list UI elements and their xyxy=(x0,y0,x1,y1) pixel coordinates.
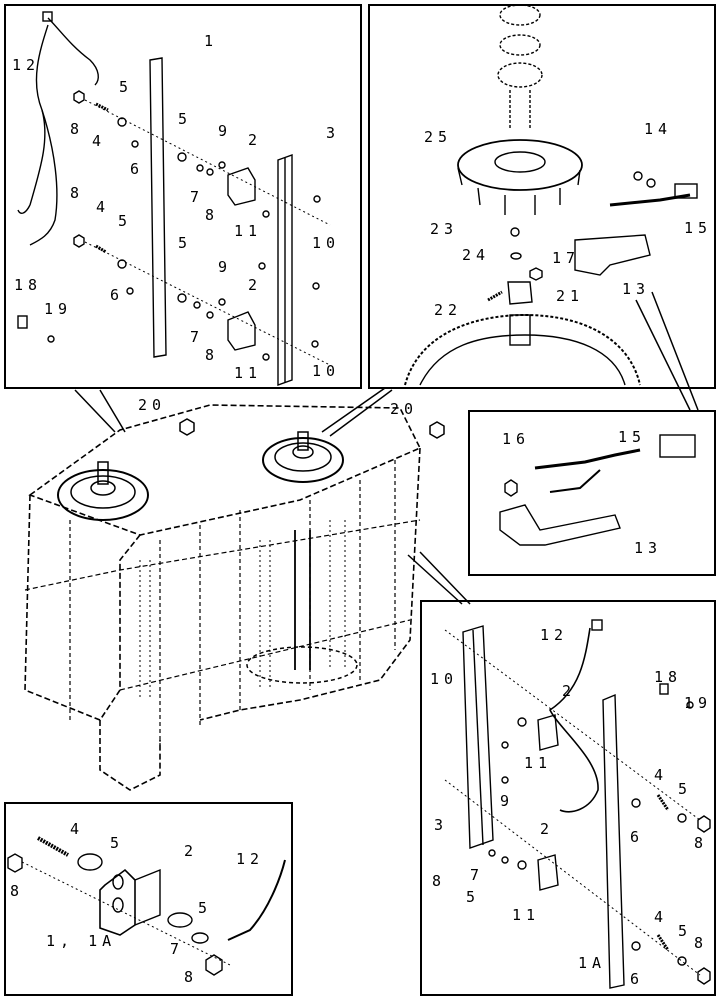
callout-label: 5 xyxy=(466,888,481,906)
panel-top-left-art xyxy=(17,11,331,386)
callout-label: 8 xyxy=(205,206,220,224)
callout-label: 6 xyxy=(110,286,125,304)
callout-label: 12 xyxy=(236,850,265,868)
callout-label: 9 xyxy=(218,258,233,276)
callout-label: 1, 1A xyxy=(46,932,117,950)
callout-label: 20 xyxy=(390,400,419,418)
callout-label: 15 xyxy=(684,219,713,237)
callout-label: 8 xyxy=(694,934,709,952)
panel-bottom-right-art xyxy=(444,619,711,989)
callout-label: 14 xyxy=(644,120,673,138)
callout-label: 2 xyxy=(184,842,199,860)
callout-label: 18 xyxy=(14,276,43,294)
callout-label: 25 xyxy=(424,128,453,146)
callout-label: 8 xyxy=(184,968,199,986)
callout-label: 5 xyxy=(198,899,213,917)
panel-top-right-art xyxy=(404,4,698,386)
callout-label: 11 xyxy=(234,222,263,240)
callout-label: 5 xyxy=(119,78,134,96)
callout-label: 9 xyxy=(500,792,515,810)
callout-label: 5 xyxy=(178,234,193,252)
panel-bottom-left xyxy=(4,802,293,996)
callout-label: 16 xyxy=(502,430,531,448)
panel-top-left xyxy=(4,4,362,389)
callout-label: 6 xyxy=(630,828,645,846)
panel-bottom-right xyxy=(420,600,716,996)
callout-label: 7 xyxy=(190,328,205,346)
callout-label: 3 xyxy=(434,816,449,834)
callout-label: 20 xyxy=(138,396,167,414)
callout-label: 17 xyxy=(552,249,581,267)
callout-label: 4 xyxy=(96,198,111,216)
callout-label: 10 xyxy=(312,234,341,252)
callout-label: 5 xyxy=(110,834,125,852)
callout-label: 2 xyxy=(248,131,263,149)
callout-label: 2 xyxy=(562,682,577,700)
panel-bottom-left-art xyxy=(7,836,286,976)
callout-label: 8 xyxy=(205,346,220,364)
panel-detail-mid xyxy=(468,410,716,576)
callout-label: 11 xyxy=(512,906,541,924)
callout-label: 5 xyxy=(178,110,193,128)
callout-label: 24 xyxy=(462,246,491,264)
callout-label: 19 xyxy=(44,300,73,318)
callout-label: 8 xyxy=(432,872,447,890)
main-assembly xyxy=(24,404,445,791)
panel-top-right xyxy=(368,4,716,389)
callout-label: 3 xyxy=(326,124,341,142)
callout-label: 7 xyxy=(170,940,185,958)
callout-label: 7 xyxy=(190,188,205,206)
callout-label: 22 xyxy=(434,301,463,319)
callout-label: 10 xyxy=(430,670,459,688)
callout-label: 6 xyxy=(130,160,145,178)
callout-label: 8 xyxy=(70,120,85,138)
callout-label: 1A xyxy=(578,954,607,972)
callout-label: 2 xyxy=(540,820,555,838)
callout-label: 21 xyxy=(556,287,585,305)
callout-label: 19 xyxy=(684,694,713,712)
callout-label: 10 xyxy=(312,362,341,380)
callout-label: 4 xyxy=(70,820,85,838)
callout-label: 5 xyxy=(678,922,693,940)
callout-label: 4 xyxy=(654,908,669,926)
callout-label: 13 xyxy=(634,539,663,557)
callout-label: 12 xyxy=(540,626,569,644)
callout-label: 5 xyxy=(678,780,693,798)
callout-label: 6 xyxy=(630,970,645,988)
callout-label: 23 xyxy=(430,220,459,238)
callout-label: 7 xyxy=(470,866,485,884)
callout-lines xyxy=(74,291,699,605)
callout-label: 2 xyxy=(248,276,263,294)
callout-label: 4 xyxy=(654,766,669,784)
callout-label: 9 xyxy=(218,122,233,140)
callout-label: 15 xyxy=(618,428,647,446)
callout-label: 8 xyxy=(10,882,25,900)
callout-label: 18 xyxy=(654,668,683,686)
panel-detail-art xyxy=(499,434,696,546)
callout-label: 11 xyxy=(234,364,263,382)
callout-label: 4 xyxy=(92,132,107,150)
callout-label: 8 xyxy=(694,834,709,852)
callout-label: 8 xyxy=(70,184,85,202)
callout-label: 12 xyxy=(12,56,41,74)
callout-label: 11 xyxy=(524,754,553,772)
callout-label: 13 xyxy=(622,280,651,298)
callout-label: 1 xyxy=(204,32,219,50)
callout-label: 5 xyxy=(118,212,133,230)
